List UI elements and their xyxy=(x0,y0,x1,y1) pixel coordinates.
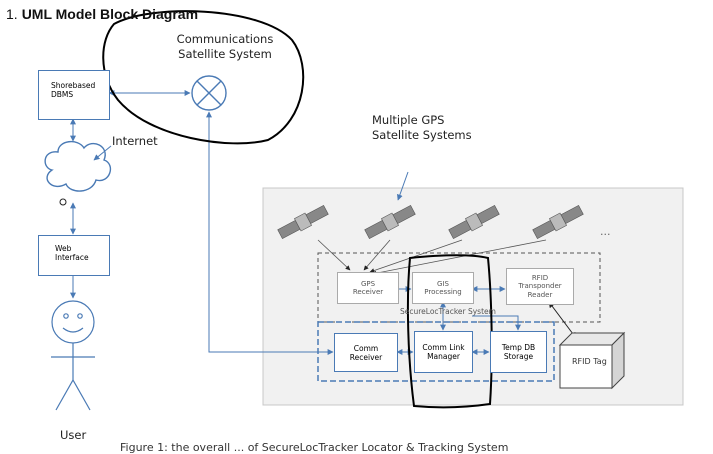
rfid-reader-line1: RFID xyxy=(531,273,549,282)
internet-pointer-arrow xyxy=(93,145,112,161)
user-label: User xyxy=(60,428,87,442)
comm-sat-line2: Satellite System xyxy=(178,47,272,61)
comm-satellite-label: Communications Satellite System xyxy=(170,32,280,62)
temp-db-line2: Storage xyxy=(503,352,534,361)
gps-receiver-line1: GPS xyxy=(360,279,376,288)
gis-line1: GIS xyxy=(437,279,449,288)
shorebased-line1: Shorebased xyxy=(51,81,96,90)
gps-satellites-label: Multiple GPS Satellite Systems xyxy=(372,113,472,143)
figure-caption: Figure 1: the overall ... of SecureLocTr… xyxy=(120,441,509,454)
more-satellites-ellipsis: ... xyxy=(600,225,611,238)
comm-receiver-line2: Receiver xyxy=(349,352,383,362)
internet-cloud-icon xyxy=(44,141,112,192)
web-line2: Interface xyxy=(55,253,89,262)
rfid-tag-box xyxy=(558,331,626,390)
gps-sats-line1: Multiple GPS xyxy=(372,113,445,127)
comm-satellite-symbol xyxy=(191,75,227,111)
web-interface-box: Web Interface xyxy=(38,235,110,276)
user-stick-figure xyxy=(51,300,95,411)
rfid-reader-line3: Reader xyxy=(527,290,553,299)
comm-link-line2: Manager xyxy=(427,352,460,361)
shorebased-line2: DBMS xyxy=(51,90,74,99)
tracker-system-label: SecureLocTracker System xyxy=(400,307,496,316)
temp-db-line1: Temp DB xyxy=(501,343,536,352)
rfid-tag-label: RFID Tag xyxy=(572,357,607,366)
handdrawn-rectangle xyxy=(406,254,493,409)
web-line1: Web xyxy=(55,244,72,253)
heading-title: UML Model Block Diagram xyxy=(21,6,199,22)
comm-link-line1: Comm Link xyxy=(422,343,465,352)
page-heading: 1.UML Model Block Diagram xyxy=(6,6,198,22)
gis-line2: Processing xyxy=(424,288,462,296)
comm-receiver-line1: Comm xyxy=(353,343,379,353)
comm-sat-line1: Communications xyxy=(176,32,274,46)
handdrawn-ellipse xyxy=(102,10,305,145)
gps-pointer-arrow xyxy=(396,171,409,201)
shorebased-dbms-box: Shorebased DBMS xyxy=(38,70,110,120)
heading-number: 1. xyxy=(6,6,18,22)
internet-label: Internet xyxy=(112,134,158,148)
cloud-tail-circle xyxy=(59,198,67,206)
connectors xyxy=(70,90,521,355)
rfid-reader-line2: Transponder xyxy=(518,282,562,291)
gps-receiver-line2: Receiver xyxy=(352,288,384,296)
rfid-link xyxy=(548,301,577,339)
gps-sats-line2: Satellite Systems xyxy=(372,128,472,142)
